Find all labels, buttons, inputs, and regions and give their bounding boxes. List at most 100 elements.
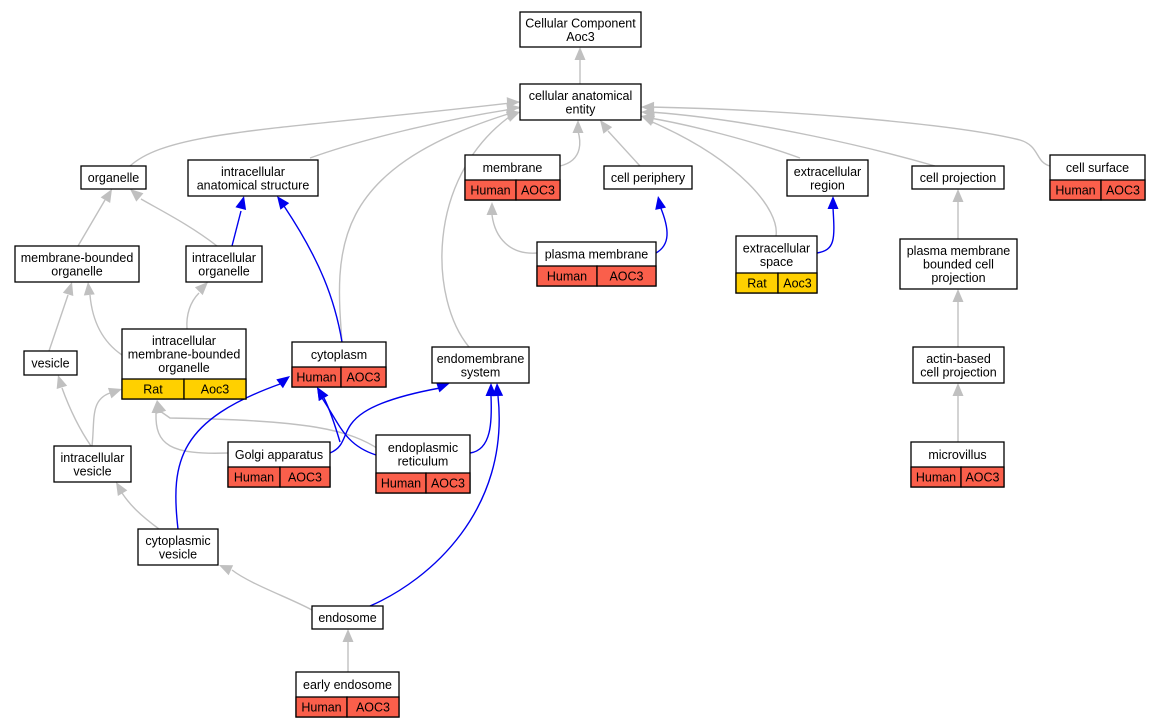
is-a-edge-line bbox=[155, 412, 229, 454]
is-a-edge-line bbox=[89, 294, 123, 356]
node-title-line: organelle bbox=[51, 264, 102, 278]
node-title-line: plasma membrane bbox=[907, 244, 1011, 258]
species-label: Human bbox=[301, 701, 341, 715]
part-of-edge-line bbox=[231, 210, 242, 247]
is-a-arrowhead bbox=[62, 282, 74, 297]
is-a-arrowhead bbox=[952, 189, 964, 202]
node-title-line: early endosome bbox=[303, 678, 392, 692]
is-a-arrowhead bbox=[194, 282, 208, 296]
part-of-edge bbox=[655, 196, 668, 254]
is-a-edge bbox=[574, 47, 586, 84]
part-of-arrowhead bbox=[276, 376, 290, 389]
node-title-line: membrane bbox=[483, 161, 543, 175]
is-a-arrowhead bbox=[505, 111, 520, 122]
node-title-line: cell surface bbox=[1066, 161, 1129, 175]
node-title-line: intracellular bbox=[192, 251, 256, 265]
node-organelle[interactable]: organelle bbox=[80, 165, 147, 190]
is-a-edge bbox=[441, 111, 520, 348]
species-label: Human bbox=[296, 371, 336, 385]
is-a-edge-line bbox=[491, 214, 538, 254]
gene-label: AOC3 bbox=[609, 270, 643, 284]
node-title-line: cell periphery bbox=[611, 171, 686, 185]
is-a-arrowhead bbox=[952, 383, 964, 396]
gene-label: AOC3 bbox=[288, 471, 322, 485]
is-a-edge bbox=[130, 189, 218, 247]
is-a-edge bbox=[219, 565, 313, 611]
part-of-edge-line bbox=[816, 207, 835, 254]
gene-cell bbox=[346, 696, 400, 718]
gene-cell bbox=[279, 466, 331, 488]
is-a-arrowhead bbox=[56, 375, 68, 390]
node-title-line: cytoplasmic bbox=[145, 534, 210, 548]
is-a-edge-line bbox=[140, 198, 218, 247]
node-endosome[interactable]: endosome bbox=[311, 605, 384, 630]
node-title-line: endosome bbox=[318, 611, 376, 625]
is-a-edge-line bbox=[649, 111, 936, 167]
is-a-edge-line bbox=[231, 569, 313, 611]
node-box bbox=[912, 346, 1005, 384]
node-title-line: organelle bbox=[158, 361, 209, 375]
node-title-line: entity bbox=[566, 102, 597, 116]
node-title-line: organelle bbox=[88, 171, 139, 185]
part-of-edge bbox=[816, 196, 839, 254]
node-cell-periphery[interactable]: cell periphery bbox=[603, 165, 693, 190]
node-vesicle[interactable]: vesicle bbox=[23, 350, 78, 376]
is-a-edge-line bbox=[649, 117, 801, 159]
is-a-edge bbox=[77, 189, 112, 247]
is-a-edge bbox=[91, 387, 122, 447]
node-title-line: vesicle bbox=[31, 357, 69, 371]
node-title-line: system bbox=[461, 365, 501, 379]
gene-label: AOC3 bbox=[965, 471, 999, 485]
node-title-line: extracellular bbox=[794, 165, 861, 179]
is-a-edge bbox=[338, 109, 520, 343]
species-label: Human bbox=[1055, 184, 1095, 198]
part-of-edge-line bbox=[655, 205, 668, 254]
node-box bbox=[14, 245, 140, 283]
is-a-edge bbox=[486, 202, 538, 254]
gene-label: AOC3 bbox=[356, 701, 390, 715]
node-box bbox=[603, 165, 693, 190]
node-box bbox=[80, 165, 147, 190]
is-a-edge-line bbox=[649, 106, 1051, 167]
part-of-edge-line bbox=[369, 395, 500, 607]
is-a-edge bbox=[83, 282, 123, 356]
part-of-edge-line bbox=[469, 395, 492, 454]
is-a-edge-line bbox=[48, 294, 69, 352]
part-of-arrowhead bbox=[492, 383, 504, 397]
node-title-line: plasma membrane bbox=[545, 248, 649, 262]
is-a-edge bbox=[186, 282, 208, 330]
part-of-edge-line bbox=[323, 397, 341, 443]
part-of-edge bbox=[469, 383, 497, 454]
part-of-edge bbox=[231, 196, 247, 247]
node-intracellular-membrane-bounded-organelle[interactable]: intracellularmembrane-boundedorganelleRa… bbox=[121, 328, 247, 400]
node-title-line: intracellular bbox=[61, 451, 125, 465]
is-a-edge-line bbox=[129, 101, 520, 167]
node-box bbox=[137, 528, 219, 566]
part-of-edge-line bbox=[175, 383, 281, 530]
node-cell-projection[interactable]: cell projection bbox=[911, 165, 1005, 190]
part-of-edge bbox=[329, 381, 450, 454]
node-title-line: projection bbox=[931, 271, 985, 285]
node-title-line: endoplasmic bbox=[388, 441, 458, 455]
is-a-edge-line bbox=[91, 392, 111, 447]
